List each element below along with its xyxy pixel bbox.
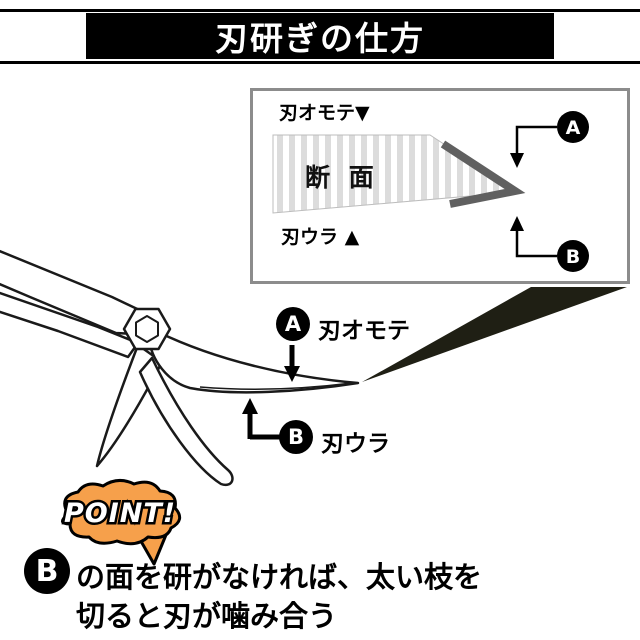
lower-handle [138,356,234,487]
bracket-b-arrowhead [510,216,524,231]
header-top-rule [0,9,640,12]
note-marker-b: B [24,548,70,594]
marker-a-label: 刃オモテ [318,318,410,344]
cross-section-panel: 刃オモテ▼ 断 面 A B 刃ウラ ▲ [250,88,630,284]
header-bottom-rule [0,61,640,64]
cross-section-diagram: 刃オモテ▼ 断 面 A B 刃ウラ ▲ [272,102,589,272]
bracket-a [515,125,557,155]
note-text-line2: 切ると刃が噛み合う [76,599,338,633]
page-title: 刃研ぎの仕方 [86,13,554,59]
point-bubble: POINT! [61,479,182,566]
zoom-callout-wedge [362,287,627,382]
marker-a-badge: A [276,307,310,341]
marker-b-badge: B [279,420,313,454]
inset-marker-b-circle [557,240,589,272]
point-bubble-text: POINT! [64,498,176,529]
inset-marker-a-letter: A [566,117,581,139]
arrow-b-up [242,398,281,440]
bracket-a-arrowhead [510,153,524,168]
inset-marker-b-letter: B [566,246,580,268]
pruning-shears-drawing [0,249,360,487]
marker-b-label: 刃ウラ [321,431,390,457]
inset-marker-a-circle [557,111,589,143]
bubble-body [61,479,182,546]
inset-back-label: 刃ウラ ▲ [281,226,360,248]
blade-edge-line [199,382,353,391]
pivot-bolt-hex [122,307,172,351]
bracket-b [515,229,557,258]
cutting-blade [147,330,360,394]
lower-handle-inner [0,291,140,359]
section-label: 断 面 [305,163,379,192]
inset-front-label: 刃オモテ▼ [279,102,370,124]
arrow-a-down [284,345,300,382]
sharpened-edge-chevron [440,140,526,208]
note-text-line1: の面を研がなければ、太い枝を [76,560,483,594]
pivot-bolt-inner [135,315,159,343]
